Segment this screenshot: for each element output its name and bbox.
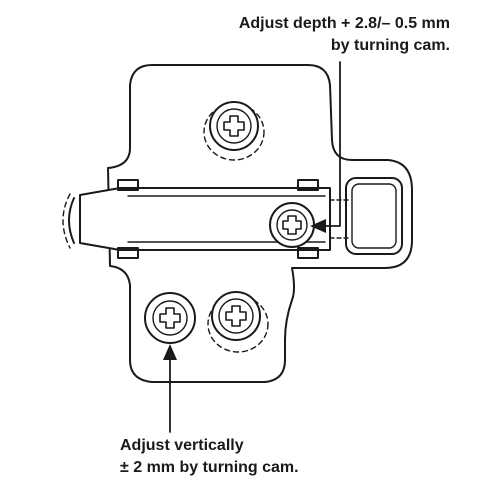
vertical-adjust-callout-line1: Adjust vertically bbox=[120, 437, 244, 454]
vertical-adjust-callout-line2: ± 2 mm by turning cam. bbox=[120, 459, 299, 476]
depth-cam-cross-icon bbox=[282, 215, 302, 235]
vertical-cam-cross-icon bbox=[159, 307, 181, 329]
arm-clip-right-top bbox=[297, 179, 319, 191]
depth-adjust-callout-line1: Adjust depth + 2.8/– 0.5 mm bbox=[238, 15, 450, 32]
depth-adjust-callout: Adjust depth + 2.8/– 0.5 mm by turning c… bbox=[239, 13, 450, 57]
cam-linkage-dashed bbox=[329, 199, 349, 239]
top-screw-cross-icon bbox=[223, 115, 245, 137]
depth-cam-screw-inner bbox=[276, 209, 308, 241]
depth-adjust-callout-line2: by turning cam. bbox=[330, 37, 450, 54]
top-screw-inner bbox=[216, 108, 252, 144]
cam-housing-inner bbox=[351, 183, 397, 249]
vertical-callout-arrowhead bbox=[163, 344, 177, 360]
arm-clip-left-bottom bbox=[117, 247, 139, 259]
arm-clip-left-top bbox=[117, 179, 139, 191]
arm-clip-right-bottom bbox=[297, 247, 319, 259]
bottom-screw-inner bbox=[218, 298, 254, 334]
cam-housing bbox=[345, 177, 403, 255]
arm-end-cap-dashed bbox=[62, 193, 71, 249]
bottom-screw-cross-icon bbox=[225, 305, 247, 327]
depth-callout-arrowhead bbox=[310, 219, 326, 233]
arm-end-cap bbox=[68, 197, 75, 244]
vertical-adjust-callout: Adjust vertically ± 2 mm by turning cam. bbox=[120, 435, 299, 479]
hinge-arm bbox=[79, 187, 331, 251]
vertical-cam-screw-inner bbox=[152, 300, 188, 336]
